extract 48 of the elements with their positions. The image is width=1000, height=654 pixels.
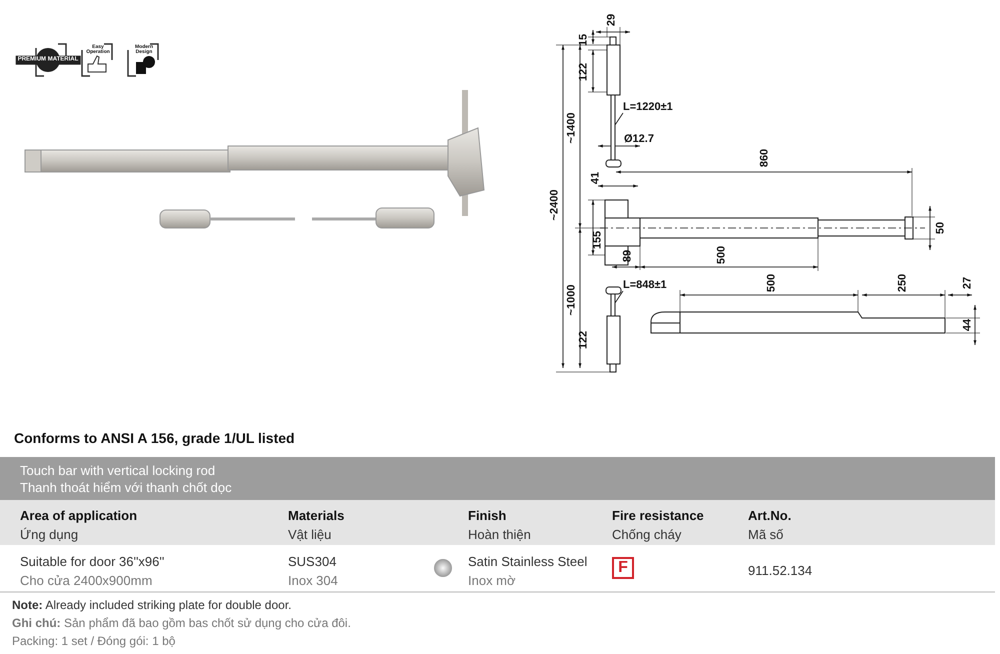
dimension-value: 27 bbox=[962, 276, 974, 290]
leader-line bbox=[614, 112, 624, 126]
cell-text: SUS304 bbox=[288, 554, 336, 569]
dimension-value: 155 bbox=[592, 230, 604, 250]
dimension-value: 29 bbox=[606, 14, 618, 26]
dimension-value: 250 bbox=[898, 274, 908, 292]
dimension-value: Ø12.7 bbox=[624, 134, 654, 145]
column-header: Finish bbox=[468, 508, 506, 523]
standard-note: Conforms to ANSI A 156, grade 1/UL listed bbox=[14, 430, 295, 446]
column-header: Hoàn thiện bbox=[468, 527, 531, 542]
column-header: Art.No. bbox=[748, 508, 792, 523]
table-title: Thanh thoát hiểm với thanh chốt dọc bbox=[20, 480, 232, 495]
column-header: Vật liệu bbox=[288, 527, 332, 542]
note-text: Ghi chú: Sản phẩm đã bao gồm bas chốt sử dụng cho cửa đôi. bbox=[12, 616, 351, 630]
leader-line bbox=[614, 290, 624, 304]
dimension-value: 860 bbox=[760, 148, 770, 168]
note-text: Note: Already included striking plate for double door. bbox=[12, 598, 292, 612]
rod-length-label: L=1220±1 bbox=[623, 102, 673, 113]
dimension-value: 15 bbox=[578, 34, 590, 46]
dimension-value: ~1000 bbox=[566, 284, 578, 316]
cell-text: Suitable for door 36''x96'' bbox=[20, 554, 164, 569]
dimension-value: 122 bbox=[578, 62, 590, 82]
column-header: Mã số bbox=[748, 527, 784, 542]
column-header: Ứng dụng bbox=[20, 527, 78, 542]
dimension-value: 89 bbox=[622, 250, 634, 262]
cell-text: Inox mờ bbox=[468, 573, 516, 588]
cell-text: Inox 304 bbox=[288, 573, 338, 588]
locking-rod bbox=[610, 294, 616, 316]
column-header: Fire resistance bbox=[612, 508, 704, 523]
column-header: Chống cháy bbox=[612, 527, 682, 542]
cell-text: Cho cửa 2400x900mm bbox=[20, 573, 152, 588]
dimension-value: ~1400 bbox=[566, 112, 578, 144]
dimension-value: 44 bbox=[962, 318, 974, 332]
dimension-value: 500 bbox=[716, 246, 728, 264]
cell-text: Satin Stainless Steel bbox=[468, 554, 588, 569]
locking-rod bbox=[610, 94, 616, 160]
dimension-value: 122 bbox=[578, 330, 590, 350]
cell-text: 911.52.134 bbox=[748, 563, 812, 578]
column-header: Materials bbox=[288, 508, 344, 523]
fire-rating-icon: F bbox=[612, 557, 634, 579]
dimension-value: 41 bbox=[590, 172, 602, 184]
table-title: Touch bar with vertical locking rod bbox=[20, 463, 216, 478]
dimension-value: ~2400 bbox=[550, 190, 560, 220]
dimension-value: 50 bbox=[936, 222, 946, 234]
rod-length-label: L=848±1 bbox=[623, 280, 667, 291]
note-text: Packing: 1 set / Đóng gói: 1 bộ bbox=[12, 634, 176, 648]
dimension-value: 500 bbox=[766, 274, 778, 292]
column-header: Area of application bbox=[20, 508, 138, 523]
